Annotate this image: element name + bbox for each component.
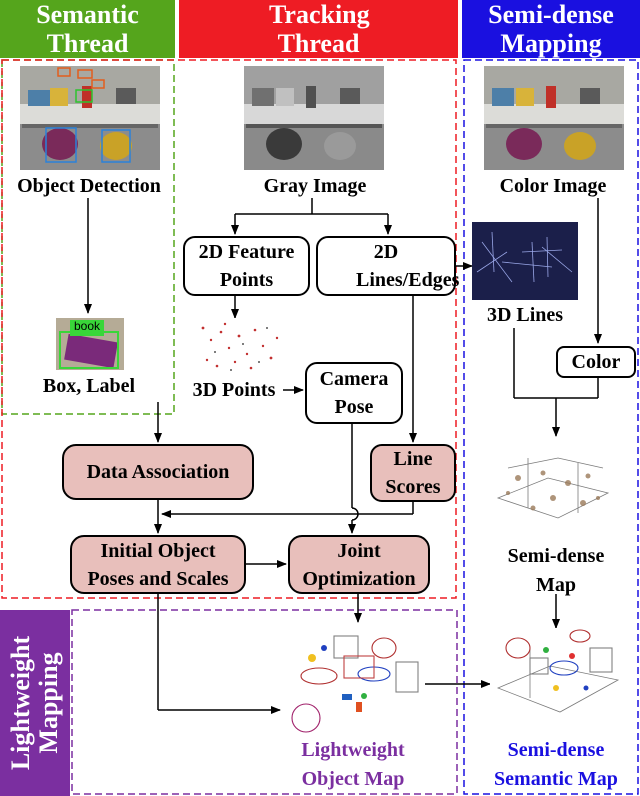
line-scores-node: Line Scores <box>370 444 456 502</box>
semidense-map-image <box>488 438 620 536</box>
lightweight-mapping-header: Lightweight Mapping <box>0 610 70 796</box>
tracking-thread-title: Tracking Thread <box>269 0 370 58</box>
initial-poses-text: Initial Object Poses and Scales <box>87 539 229 590</box>
data-association-node: Data Association <box>62 444 254 500</box>
semidense-mapping-title: Semi-dense Mapping <box>488 0 614 58</box>
points-3d-label: 3D Points <box>192 379 276 401</box>
color-image-label: Color Image <box>499 175 607 197</box>
box-label-image: book <box>56 318 124 370</box>
lightweight-region <box>71 609 458 795</box>
book-tag: book <box>73 319 101 333</box>
points-3d-image <box>195 318 283 374</box>
initial-poses-node: Initial Object Poses and Scales <box>70 535 246 594</box>
joint-optimization-text: Joint Optimization <box>302 539 416 590</box>
semidense-map-label: Semi-dense Map <box>507 545 605 596</box>
semantic-map-label: Semi-dense Semantic Map <box>494 739 618 790</box>
object-detection-label: Object Detection <box>17 175 161 197</box>
color-image <box>484 66 624 170</box>
gray-image-label: Gray Image <box>263 175 367 197</box>
feature-points-node: 2D Feature Points <box>183 236 310 296</box>
semantic-thread-title: Semantic Thread <box>36 0 139 58</box>
object-map-label: Lightweight Object Map <box>301 739 405 790</box>
semidense-region <box>463 59 639 795</box>
gray-image <box>244 66 384 170</box>
joint-optimization-node: Joint Optimization <box>288 535 430 594</box>
semidense-mapping-header: Semi-dense Mapping <box>462 0 640 58</box>
lines-edges-text: 2D Lines/Edges <box>356 241 460 291</box>
data-association-text: Data Association <box>86 461 230 483</box>
semantic-thread-header: Semantic Thread <box>0 0 175 58</box>
tracking-region <box>1 59 457 599</box>
color-node: Color <box>556 346 636 378</box>
lines-3d-label: 3D Lines <box>486 304 564 326</box>
color-text: Color <box>571 351 621 373</box>
detection-image <box>20 66 160 170</box>
semantic-map-image <box>490 628 628 736</box>
lines-edges-node: 2D Lines/Edges <box>316 236 460 296</box>
object-map-image <box>284 626 424 734</box>
box-label-label: Box, Label <box>42 375 136 397</box>
tracking-thread-header: Tracking Thread <box>179 0 458 58</box>
line-scores-text: Line Scores <box>385 448 441 498</box>
lines-3d-image <box>472 222 578 300</box>
feature-points-text: 2D Feature Points <box>198 241 295 291</box>
camera-pose-text: Camera Pose <box>319 368 389 418</box>
camera-pose-node: Camera Pose <box>305 362 403 424</box>
